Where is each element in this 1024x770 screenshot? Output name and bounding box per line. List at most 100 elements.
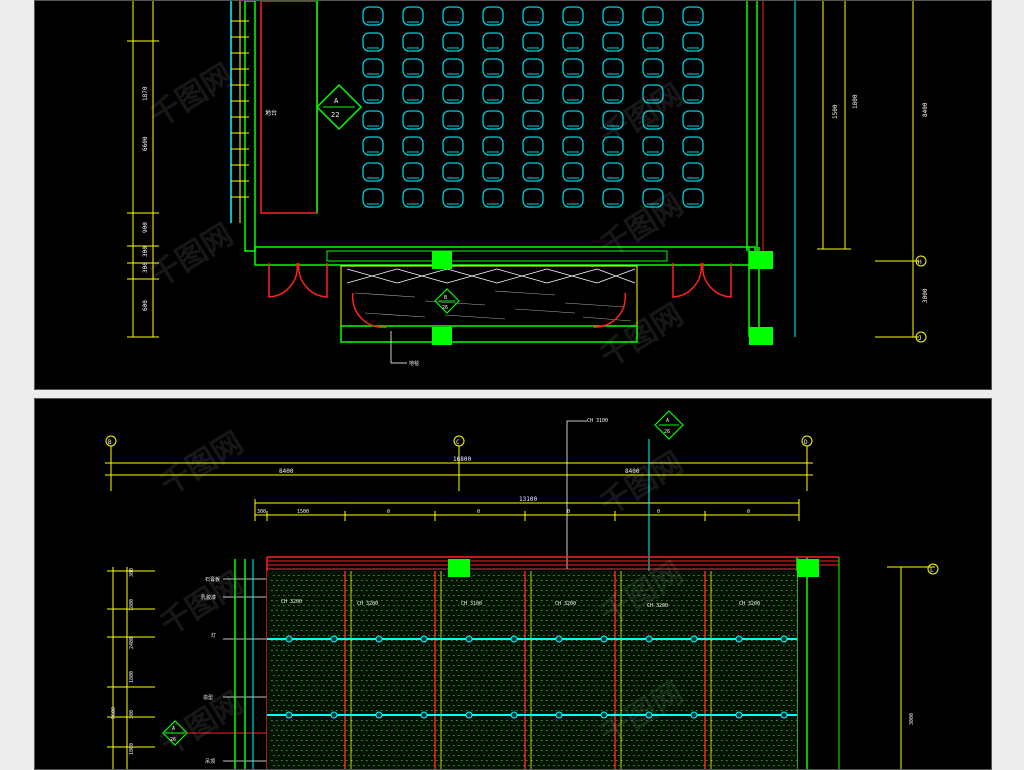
seat: [442, 110, 464, 130]
seat: [402, 84, 424, 104]
seat: [562, 188, 584, 208]
seat: [362, 136, 384, 156]
seat: [522, 110, 544, 130]
dim-left-total: 9600: [111, 707, 117, 719]
seat: [562, 162, 584, 182]
downlight-icon: [600, 711, 608, 719]
downlight-icon: [420, 635, 428, 643]
ceiling-plan-panel[interactable]: B C D 16800 8400 8400 13100 300: [34, 398, 992, 770]
downlight-icon: [780, 711, 788, 719]
seat: [602, 84, 624, 104]
doors[interactable]: [268, 262, 732, 329]
seat: [442, 58, 464, 78]
seat: [682, 58, 704, 78]
seat: [602, 58, 624, 78]
dim-row2-2: 1500: [297, 509, 309, 515]
seat: [562, 6, 584, 26]
seat: [562, 110, 584, 130]
ceiling-joists-yellow: [350, 571, 712, 769]
seat: [562, 32, 584, 52]
seat: [522, 58, 544, 78]
downlight-icon: [600, 635, 608, 643]
dim-row2-6: 0: [657, 509, 660, 515]
seat: [482, 58, 504, 78]
right-dimension-lines: [838, 557, 935, 769]
seat: [482, 162, 504, 182]
dim-right: 3000: [909, 713, 915, 725]
dim-left-6: 1800: [129, 743, 135, 755]
downlight-icon: [285, 711, 293, 719]
seat: [682, 6, 704, 26]
left-note-3: 灯: [211, 632, 216, 639]
svg-text:J: J: [918, 335, 922, 342]
note-room: 地台: [265, 109, 277, 117]
top-floor-plan-panel[interactable]: 1870 6600 900 300 300 600 地台 A 22: [34, 0, 992, 390]
seat: [482, 136, 504, 156]
seat: [642, 58, 664, 78]
dim-left-5: 300: [129, 710, 135, 719]
callout-ch: CH 3100: [566, 418, 608, 569]
seat: [442, 6, 464, 26]
dim-row1-b: 8400: [625, 468, 640, 475]
section-symbol-left[interactable]: A 26: [162, 720, 267, 746]
dim-row2-3: 0: [387, 509, 390, 515]
seat: [602, 162, 624, 182]
lobby-x-bracing: [346, 268, 636, 284]
dim-row2-5: 0: [567, 509, 570, 515]
svg-text:26: 26: [664, 429, 670, 435]
seat: [362, 110, 384, 130]
grid-bubble-right[interactable]: L: [927, 563, 939, 575]
ceiling-plan-canvas[interactable]: B C D 16800 8400 8400 13100 300: [35, 399, 991, 769]
seat: [362, 84, 384, 104]
grid-bubbles-top[interactable]: B C D: [105, 435, 813, 447]
ceiling-label-4: CH 3200: [555, 601, 576, 607]
seat: [442, 188, 464, 208]
seat: [482, 110, 504, 130]
lobby-floor-hatch: [354, 290, 632, 322]
svg-text:A: A: [172, 726, 175, 732]
seat: [642, 84, 664, 104]
left-note-5: 吊顶: [205, 759, 215, 765]
stair-ticks: [231, 20, 249, 198]
top-floor-plan-canvas[interactable]: 1870 6600 900 300 300 600 地台 A 22: [35, 1, 991, 389]
downlight-icon: [375, 711, 383, 719]
svg-text:26: 26: [170, 737, 176, 743]
green-columns: [432, 251, 773, 345]
seat: [362, 32, 384, 52]
seat: [442, 162, 464, 182]
downlight-icon: [690, 711, 698, 719]
dim-right-4: 3000: [922, 288, 929, 303]
dim-left-4: 300: [142, 246, 149, 257]
grid-bubble-h[interactable]: H: [915, 255, 927, 267]
seating-grid: [362, 6, 704, 208]
seat: [362, 188, 384, 208]
light-tracks: [267, 638, 797, 716]
svg-text:D: D: [804, 439, 808, 446]
downlight-icon: [420, 711, 428, 719]
downlight-icon: [690, 635, 698, 643]
section-symbol-center[interactable]: B 26: [434, 288, 460, 314]
seat: [642, 32, 664, 52]
seat: [402, 6, 424, 26]
symbol-left-bottom: 22: [331, 111, 339, 119]
ceiling-label-1: CH 3200: [281, 599, 302, 605]
dim-row1-a: 8400: [279, 468, 294, 475]
dim-row2-1: 300: [257, 509, 266, 515]
grid-bubble-j[interactable]: J: [915, 331, 927, 343]
seat: [362, 58, 384, 78]
symbol-left-top: A: [334, 97, 339, 105]
dim-left-3: 2400: [129, 637, 135, 649]
light-fixtures: [285, 635, 788, 719]
right-dimension-lines: [817, 1, 919, 338]
downlight-icon: [510, 711, 518, 719]
ceiling-label-2: CH 3200: [357, 601, 378, 607]
ceiling-label-5: CH 3200: [647, 603, 668, 609]
section-symbol-left[interactable]: A 22: [315, 83, 363, 131]
seat: [642, 110, 664, 130]
seat: [402, 162, 424, 182]
seat: [682, 32, 704, 52]
dim-left-2: 6600: [142, 136, 149, 151]
dim-row2-7: 0: [747, 509, 750, 515]
seat: [562, 58, 584, 78]
seat: [562, 84, 584, 104]
